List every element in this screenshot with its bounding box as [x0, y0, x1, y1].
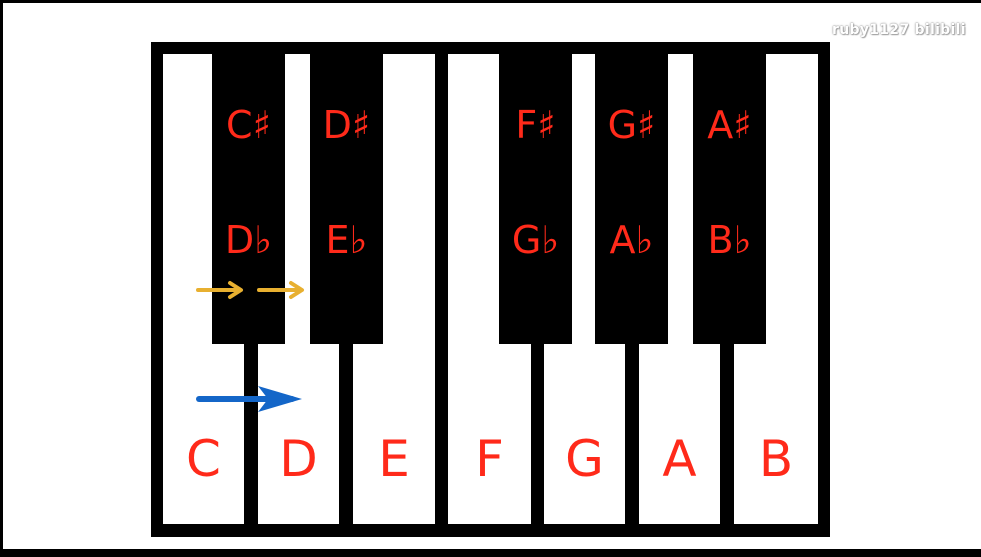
black-key-g-sharp[interactable]	[595, 54, 668, 344]
half-step-arrow-2	[257, 281, 304, 299]
note-label-a: A	[662, 430, 697, 488]
note-label-c: C	[186, 430, 221, 488]
note-label-b: B	[758, 430, 794, 488]
note-label-c-sharp: C♯	[226, 103, 271, 147]
bottom-border	[0, 549, 981, 557]
note-label-d-sharp: D♯	[322, 103, 371, 147]
note-label-a-sharp: A♯	[707, 103, 752, 147]
note-label-g: G	[565, 430, 604, 488]
note-label-d: D	[279, 430, 318, 488]
note-label-g-flat: G♭	[511, 218, 560, 262]
note-label-b-flat: B♭	[707, 218, 752, 262]
note-label-d-flat: D♭	[224, 218, 273, 262]
note-label-e-flat: E♭	[325, 218, 368, 262]
black-key-c-sharp[interactable]	[212, 54, 285, 344]
black-key-d-sharp[interactable]	[310, 54, 383, 344]
note-label-a-flat: A♭	[609, 218, 654, 262]
watermark: ruby1127 bilibili	[832, 22, 966, 38]
half-step-arrow-1	[196, 281, 243, 299]
note-label-g-sharp: G♯	[607, 103, 656, 147]
note-label-f-sharp: F♯	[515, 103, 556, 147]
whole-step-arrow	[196, 386, 302, 412]
left-border	[0, 0, 3, 557]
piano-keyboard: C D E F G A B C♯ D♯ F♯ G♯ A♯ D♭ E♭ G♭ A♭…	[151, 42, 830, 537]
note-label-e: E	[378, 430, 410, 488]
black-key-a-sharp[interactable]	[693, 54, 766, 344]
top-border	[0, 0, 981, 3]
black-key-f-sharp[interactable]	[499, 54, 572, 344]
note-label-f: F	[475, 430, 504, 488]
